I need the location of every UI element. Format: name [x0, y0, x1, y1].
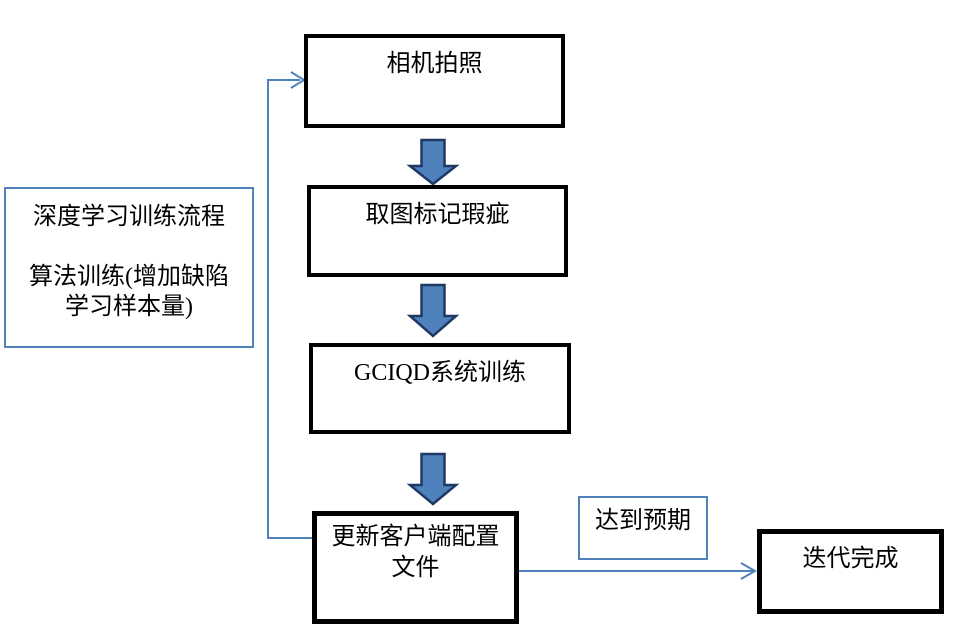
node-iteration-done: 迭代完成 [757, 529, 944, 614]
update-to-done-arrowhead-icon [740, 562, 758, 580]
node-gciqd-training: GCIQD系统训练 [309, 343, 571, 434]
node-update-client-config: 更新客户端配置 文件 [312, 511, 519, 624]
node-camera-capture: 相机拍照 [304, 34, 565, 128]
down-block-arrow-2-icon [406, 283, 460, 338]
down-block-arrow-1-icon [406, 138, 460, 186]
node-mark-defects: 取图标记瑕疵 [307, 185, 568, 277]
edge-label-expectation-met: 达到预期 [578, 496, 708, 560]
process-note-box: 深度学习训练流程 算法训练(增加缺陷 学习样本量) [4, 187, 254, 348]
feedback-connector-line [267, 79, 313, 539]
down-block-arrow-3-icon [406, 452, 460, 506]
